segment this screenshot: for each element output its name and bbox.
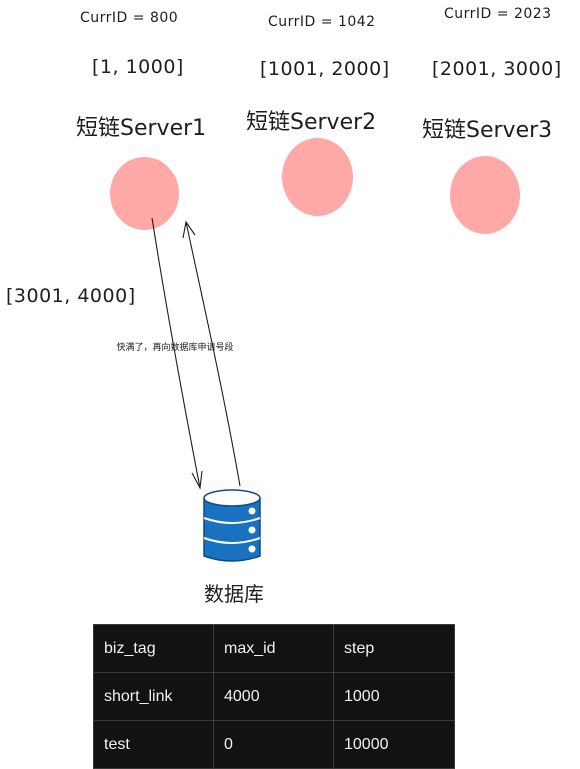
column-header: max_id (213, 624, 334, 673)
table-row: test 0 10000 (93, 720, 455, 769)
table-row: short_link 4000 1000 (93, 672, 455, 721)
server3-currid: CurrID = 2023 (444, 6, 552, 22)
server1-range: [1, 1000] (92, 56, 184, 78)
table-cell: 0 (213, 720, 334, 769)
server2-range: [1001, 2000] (260, 58, 390, 80)
table-cell: short_link (93, 672, 214, 721)
server3-node (450, 156, 520, 234)
column-header: biz_tag (93, 624, 214, 673)
request-arrow (151, 217, 203, 490)
column-header: step (333, 624, 455, 673)
table-cell: 1000 (333, 672, 455, 721)
table-cell: 4000 (213, 672, 334, 721)
server1-currid: CurrID = 800 (80, 10, 179, 26)
arrow-note: 快满了，再向数据库申请号段 (116, 343, 234, 353)
server3-range: [2001, 3000] (432, 58, 562, 80)
next-range-label: [3001, 4000] (6, 285, 136, 307)
server3-label: 短链Server3 (422, 118, 553, 143)
table-cell: test (93, 720, 214, 769)
response-arrow (182, 220, 241, 487)
server2-currid: CurrID = 1042 (268, 14, 376, 30)
table-cell: 10000 (333, 720, 455, 769)
server1-label: 短链Server1 (76, 116, 207, 141)
table-header-row: biz_tag max_id step (93, 624, 455, 673)
server1-node (110, 157, 179, 230)
database-icon (203, 489, 261, 562)
server2-node (282, 138, 353, 216)
segment-table: biz_tag max_id step short_link 4000 1000… (93, 624, 455, 769)
server2-label: 短链Server2 (246, 110, 377, 135)
database-label: 数据库 (204, 582, 264, 606)
